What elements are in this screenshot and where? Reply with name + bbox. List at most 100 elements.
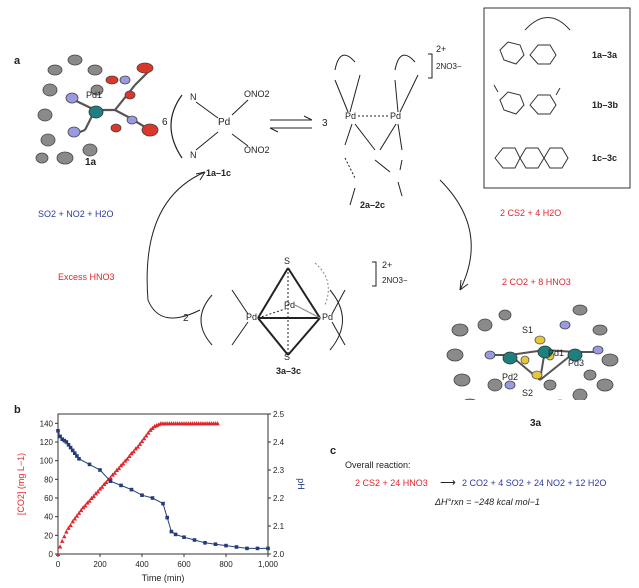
x-axis-label: Time (min) — [142, 573, 185, 583]
left-arrow-reagent: Excess HNO3 — [58, 272, 115, 282]
ph-point — [234, 545, 239, 549]
y-tick-label: 80 — [44, 475, 53, 484]
co2-point — [66, 525, 71, 530]
complex-3-pd-right: Pd — [322, 312, 334, 322]
y-tick-label: 20 — [44, 531, 53, 540]
x-tick-label: 400 — [135, 560, 149, 569]
complex-1-label: 1a–1c — [206, 168, 232, 178]
co2-point — [131, 449, 136, 454]
ph-point — [161, 501, 165, 506]
y-tick-label: 100 — [40, 457, 54, 466]
ph-point — [70, 448, 75, 453]
complex-2-label: 2a–2c — [360, 200, 386, 210]
ph-point — [169, 529, 174, 534]
y2-tick-label: 2.3 — [273, 466, 285, 475]
crystal-structure-1a — [35, 54, 159, 165]
ph-point — [140, 493, 144, 497]
complex-3-anion: 2NO3− — [382, 276, 408, 285]
ph-point — [165, 515, 169, 520]
co2-point — [110, 472, 115, 477]
crystal-3a-s2: S2 — [522, 388, 534, 398]
complex-1-pd: Pd — [218, 117, 231, 128]
ph-point — [213, 542, 218, 546]
co2-point — [104, 479, 109, 485]
x-tick-label: 200 — [93, 560, 107, 569]
co2-point — [118, 463, 124, 468]
complex-3-label: 3a–3c — [276, 366, 302, 376]
ph-point — [224, 543, 228, 548]
legend-label-3: 1c–3c — [592, 153, 618, 163]
ph-point — [68, 445, 73, 450]
co2-point — [76, 510, 82, 515]
complex-2-charge: 2+ — [436, 44, 447, 54]
complex-2-pd-left: Pd — [345, 111, 357, 121]
overall-enthalpy: ΔH°rxn = −248 kcal mol−1 — [435, 497, 540, 507]
ph-point — [255, 546, 260, 551]
ph-point — [182, 535, 186, 539]
panel-a-scheme — [35, 7, 631, 400]
y-tick-label: 120 — [40, 438, 54, 447]
co2-point — [150, 425, 155, 430]
y2-tick-label: 2.1 — [273, 522, 285, 531]
co2-point — [64, 529, 69, 534]
co2-point — [129, 451, 134, 456]
co2-point — [97, 486, 103, 491]
co2-point — [85, 500, 90, 505]
right-arrow-reactants: 2 CS2 + 4 H2O — [500, 208, 562, 218]
ph-point — [64, 440, 69, 444]
overall-reactants: 2 CS2 + 24 HNO3 — [355, 478, 428, 488]
crystal-structure-3a — [446, 304, 619, 400]
crystal-3a-pd2: Pd2 — [502, 372, 519, 382]
ph-series-line — [57, 430, 268, 549]
co2-point — [108, 475, 113, 480]
complex-2-anion: 2NO3− — [436, 62, 462, 71]
complex-2-pd-right: Pd — [390, 111, 402, 121]
y-tick-label: 140 — [40, 419, 54, 428]
co2-point — [70, 519, 75, 524]
co2-point — [60, 538, 65, 543]
co2-point — [55, 551, 61, 556]
co2-point — [81, 505, 86, 510]
complex-3-coef: 2 — [183, 313, 189, 324]
ph-point — [87, 462, 92, 467]
co2-point — [133, 446, 138, 451]
y2-tick-label: 2.4 — [273, 438, 285, 447]
ph-point — [62, 438, 67, 443]
x-tick-label: 800 — [219, 560, 233, 569]
ph-point — [75, 454, 79, 458]
co2-point — [148, 427, 153, 432]
crystal-1a-label: 1a — [85, 157, 97, 168]
ph-point — [66, 443, 71, 447]
co2-point — [139, 438, 145, 444]
co2-point — [123, 458, 128, 463]
ph-point — [60, 437, 64, 441]
ph-point — [58, 434, 62, 439]
crystal-3a-s1: S1 — [522, 325, 534, 335]
ph-point — [77, 457, 81, 461]
co2-point — [146, 430, 151, 435]
co2-point — [89, 495, 94, 500]
ph-point — [203, 541, 207, 545]
equilibrium-coef: 3 — [322, 118, 328, 129]
plot-frame — [57, 413, 269, 555]
y-tick-label: 60 — [44, 494, 53, 503]
co2-point — [120, 461, 126, 466]
y2-tick-label: 2.5 — [273, 410, 285, 419]
panel-b-label: b — [14, 404, 21, 416]
co2-point — [93, 491, 98, 496]
ph-point — [73, 451, 77, 455]
legend-label-1: 1a–3a — [592, 50, 618, 60]
panel-a-label: a — [14, 55, 21, 67]
x-tick-label: 600 — [177, 560, 191, 569]
co2-point — [125, 456, 130, 461]
ph-point — [129, 487, 134, 492]
co2-point — [112, 470, 117, 475]
legend-label-2: 1b–3b — [592, 100, 619, 110]
complex-1-ono-top: ONO2 — [244, 89, 270, 99]
ph-point — [98, 468, 102, 472]
complex-3-pd-mid: Pd — [284, 300, 296, 310]
y2-axis-label: pH — [296, 478, 306, 490]
ph-point — [266, 546, 270, 551]
panel-c-label: c — [330, 445, 337, 457]
y2-tick-label: 2.0 — [273, 550, 285, 559]
